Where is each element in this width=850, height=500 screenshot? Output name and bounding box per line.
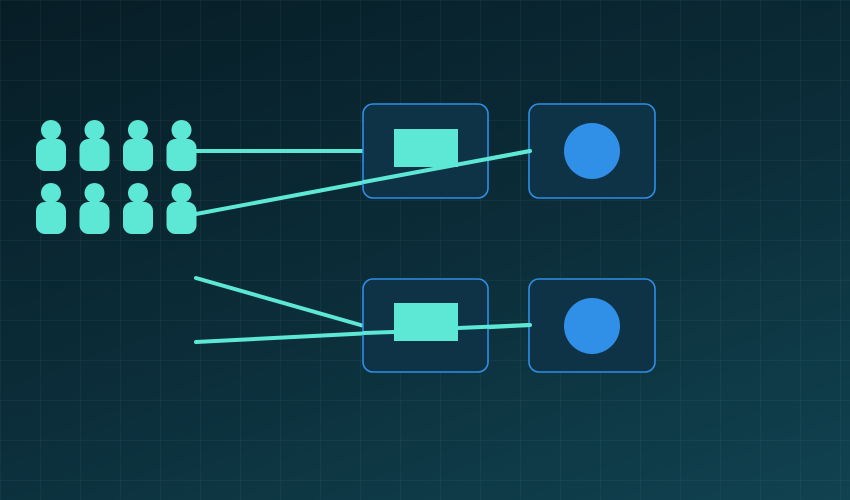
node-row-top (362, 103, 656, 199)
person-icon (79, 120, 110, 171)
node-row-bottom (362, 278, 656, 373)
person-icon (166, 120, 197, 171)
rectangle-shape (394, 303, 458, 341)
circle-shape (564, 123, 620, 179)
person-icon (36, 183, 66, 234)
person-icon (123, 183, 153, 234)
person-icon (166, 183, 197, 234)
connector-overlay-bottom-circle (456, 323, 532, 330)
circle-shape (564, 298, 620, 354)
connector-overlay-bottom-rect (362, 330, 396, 335)
people-group (36, 120, 197, 234)
connector-overlay-top (362, 149, 532, 184)
connector-left-diagonal-bottom-rect (194, 276, 366, 328)
person-icon (79, 183, 110, 234)
rectangle-shape (394, 129, 458, 167)
person-icon (123, 120, 153, 171)
person-icon (36, 120, 66, 171)
connector-overlays (362, 149, 532, 335)
